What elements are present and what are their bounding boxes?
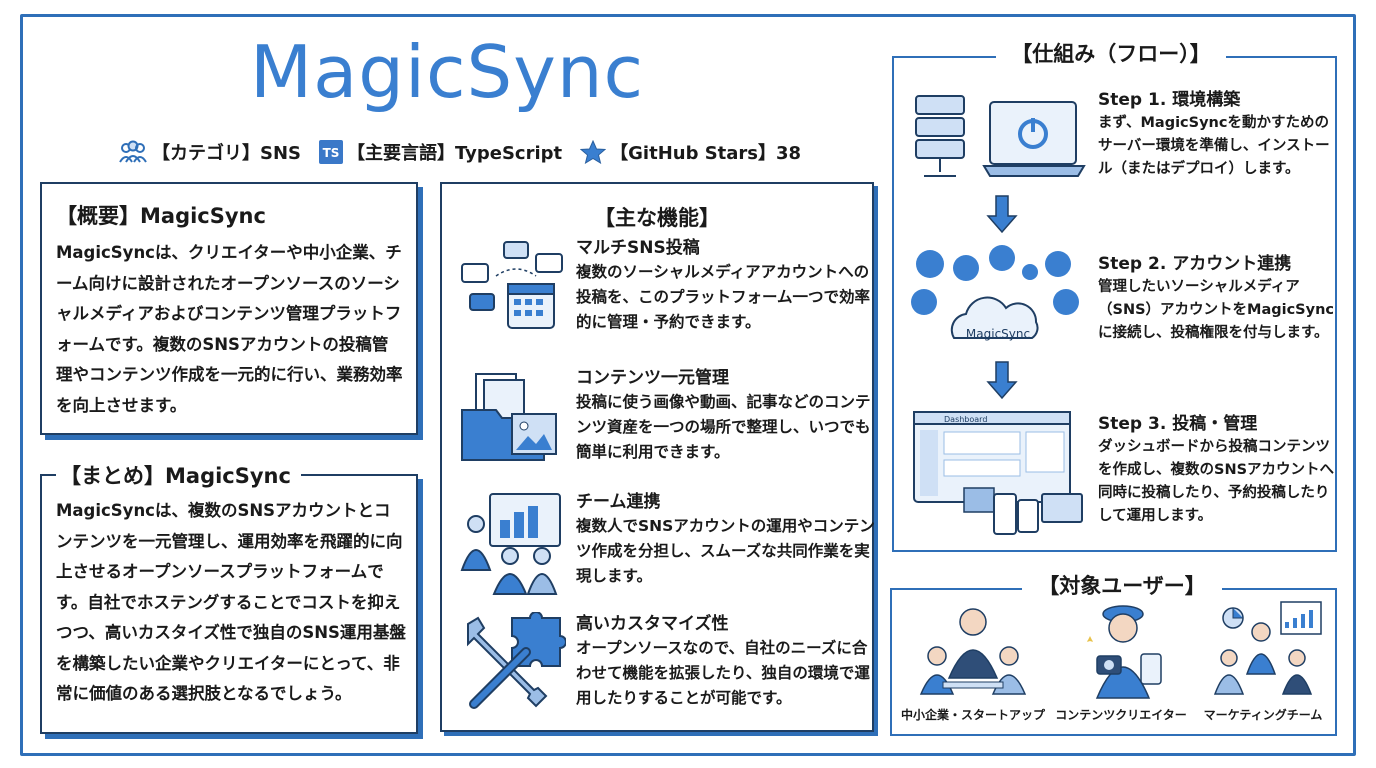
feature-item: チーム連携 複数人でSNSアカウントの運用やコンテンツ作成を分担し、スムーズな共… <box>456 490 875 600</box>
feature-item: 高いカスタマイズ性 オープンソースなので、自社のニーズに合わせて機能を拡張したり… <box>456 612 870 722</box>
feature-title: マルチSNS投稿 <box>576 238 700 258</box>
feature-item: コンテンツ一元管理 投稿に使う画像や動画、記事などのコンテンツ資産を一つの場所で… <box>456 366 871 476</box>
summary-heading: 【まとめ】MagicSync <box>56 460 301 490</box>
step-title: Step 3. 投稿・管理 <box>1098 414 1258 434</box>
step-desc: ダッシュボードから投稿コンテンツを作成し、複数のSNSアカウントへ同時に投稿した… <box>1098 439 1335 524</box>
user-label: マーケティングチーム <box>1203 708 1323 722</box>
dashboard-devices-icon: Dashboard <box>913 411 1083 535</box>
user-label: コンテンツクリエイター <box>1055 708 1187 722</box>
user-type: マーケティングチーム <box>1188 598 1338 730</box>
feature-item: マルチSNS投稿 複数のソーシャルメディアアカウントへの投稿を、このプラットフォ… <box>456 236 870 346</box>
overview-heading: 【概要】MagicSync <box>56 204 266 228</box>
flow-step: Step 2. アカウント連携 管理したいソーシャルメディア（SNS）アカウント… <box>1098 252 1338 345</box>
stars-text: 【GitHub Stars】38 <box>610 143 802 164</box>
arrow-down-icon <box>986 361 1018 400</box>
meta-category: 【カテゴリ】SNS <box>118 139 301 165</box>
feature-desc: オープンソースなので、自社のニーズに合わせて機能を拡張したり、独自の環境で運用し… <box>576 639 870 707</box>
language-text: 【主要言語】TypeScript <box>347 143 563 164</box>
features-panel: 【主な機能】 マルチSNS投稿 複数のソーシャルメディアアカウントへの投稿を、こ… <box>440 182 875 732</box>
step-desc: まず、MagicSyncを動かすためのサーバー環境を準備し、インストール（または… <box>1098 115 1330 177</box>
user-label: 中小企業・スタートアップ <box>900 708 1045 722</box>
marketing-team-icon <box>1213 601 1322 695</box>
business-team-icon <box>919 608 1027 695</box>
poster-frame <box>20 14 1356 756</box>
feature-title: コンテンツ一元管理 <box>576 368 729 388</box>
meta-language: TS 【主要言語】TypeScript <box>319 139 562 165</box>
users-heading: 【対象ユーザー】 <box>1022 570 1222 600</box>
typescript-icon: TS <box>319 140 343 164</box>
feature-title: 高いカスタマイズ性 <box>576 614 729 634</box>
summary-body: MagicSyncは、複数のSNSアカウントとコンテンツを一元管理し、運用効率を… <box>56 501 406 703</box>
creator-icon <box>1087 605 1162 699</box>
category-text: 【カテゴリ】SNS <box>152 143 301 164</box>
cloud-label: MagicSync <box>966 327 1030 341</box>
step-title: Step 2. アカウント連携 <box>1098 254 1292 274</box>
people-icon <box>119 140 147 163</box>
folder-icon <box>461 373 557 461</box>
wrench-puzzle-icon <box>467 612 566 709</box>
page-title: MagicSync <box>250 30 645 114</box>
server-laptop-icon <box>915 95 1086 177</box>
flow-heading: 【仕組み（フロー）】 <box>996 38 1226 68</box>
feature-desc: 複数のソーシャルメディアアカウントへの投稿を、このプラットフォーム一つで効率的に… <box>576 263 871 331</box>
overview-body: MagicSyncは、クリエイターや中小企業、チーム向けに設計されたオープンソー… <box>56 243 403 415</box>
flow-step: Step 1. 環境構築 まず、MagicSyncを動かすためのサーバー環境を準… <box>1098 88 1338 181</box>
star-icon <box>580 140 607 164</box>
arrow-down-icon <box>986 195 1018 234</box>
meta-stars: 【GitHub Stars】38 <box>580 139 801 165</box>
user-type: 中小企業・スタートアップ <box>898 598 1048 730</box>
step-desc: 管理したいソーシャルメディア（SNS）アカウントをMagicSyncに接続し、投… <box>1098 279 1334 341</box>
overview-panel: 【概要】MagicSync MagicSyncは、クリエイターや中小企業、チーム… <box>40 182 418 435</box>
chat-calendar-icon <box>461 241 563 329</box>
features-heading: 【主な機能】 <box>594 206 720 230</box>
team-icon <box>460 493 561 595</box>
user-type: コンテンツクリエイター <box>1046 598 1196 730</box>
feature-desc: 投稿に使う画像や動画、記事などのコンテンツ資産を一つの場所で整理し、いつでも簡単… <box>576 393 871 461</box>
step-title: Step 1. 環境構築 <box>1098 90 1241 110</box>
dashboard-label: Dashboard <box>944 415 987 424</box>
feature-desc: 複数人でSNSアカウントの運用やコンテンツ作成を分担し、スムーズな共同作業を実現… <box>576 517 875 585</box>
summary-panel: 【まとめ】MagicSync MagicSyncは、複数のSNSアカウントとコン… <box>40 460 418 734</box>
sns-cloud-icon: MagicSync <box>911 245 1079 341</box>
flow-step: Step 3. 投稿・管理 ダッシュボードから投稿コンテンツを作成し、複数のSN… <box>1098 412 1338 528</box>
feature-title: チーム連携 <box>576 492 661 512</box>
meta-bar: 【カテゴリ】SNS TS 【主要言語】TypeScript 【GitHub St… <box>118 138 801 166</box>
